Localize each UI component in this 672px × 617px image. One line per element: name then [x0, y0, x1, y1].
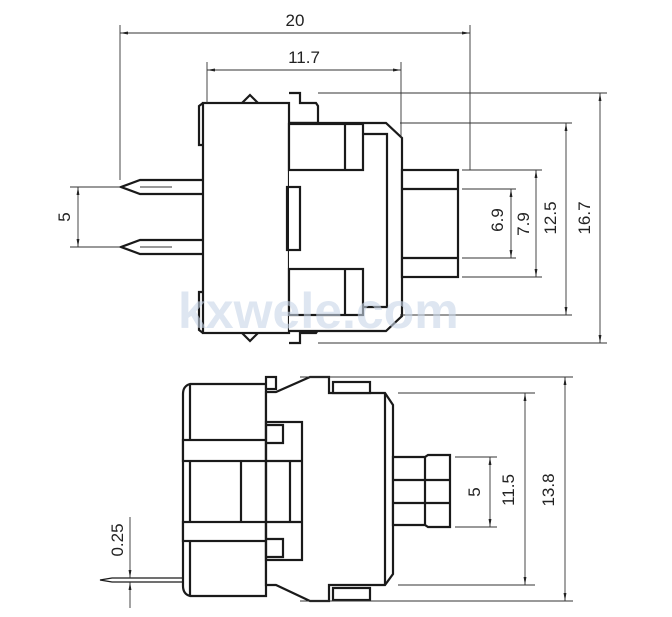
dim-pin-thickness: 0.25	[108, 523, 127, 556]
plunger	[400, 168, 460, 279]
side-view: 13.8 11.5 5 0.25	[99, 375, 573, 608]
dim-body-length: 11.7	[288, 48, 320, 67]
pin-lower	[117, 238, 203, 256]
dim-overall-height: 16.7	[575, 201, 594, 234]
side-left-block	[181, 382, 268, 598]
pin-side	[99, 577, 183, 583]
dim-plunger-outer: 7.9	[514, 212, 533, 236]
side-body	[264, 375, 395, 603]
dim-pin-pitch: 5	[55, 212, 74, 221]
dim-overall-width: 13.8	[539, 473, 558, 506]
switch-body	[201, 101, 291, 335]
side-plunger	[391, 453, 452, 529]
dim-overall-length: 20	[286, 11, 305, 30]
dim-plunger-width: 5	[465, 487, 484, 496]
dim-plunger-inner: 6.9	[488, 208, 507, 232]
slot	[285, 185, 302, 252]
pin-upper	[117, 178, 203, 196]
top-view: 20 11.7 5 16.7 12.5 7.9 6.9	[55, 11, 607, 345]
dim-frame-height: 12.5	[541, 201, 560, 234]
dim-frame-width: 11.5	[499, 474, 518, 506]
